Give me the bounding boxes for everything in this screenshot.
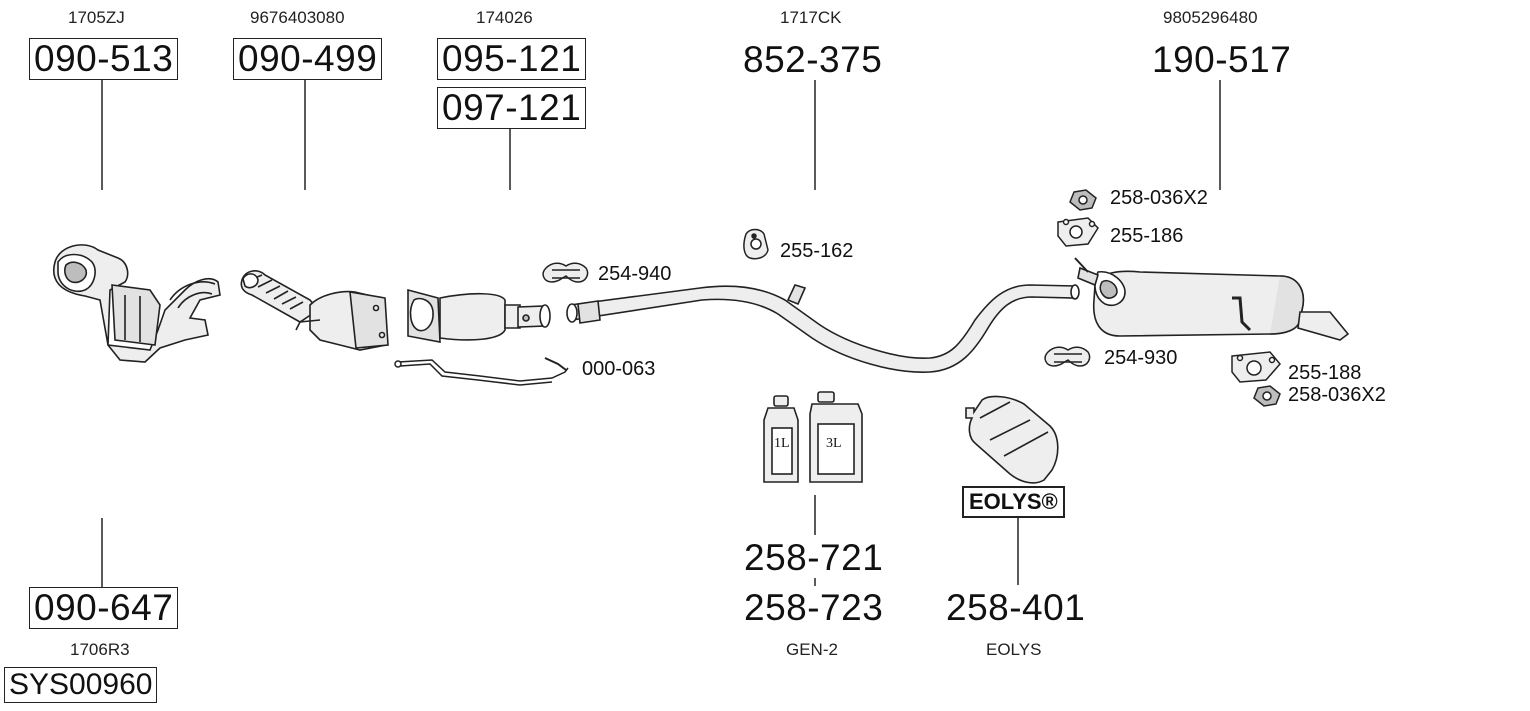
bottle-1l-icon (763, 395, 799, 483)
system-code: SYS00960 (4, 667, 158, 703)
bottle-1l-label: 1L (774, 436, 790, 451)
bottle-3l-icon (809, 391, 863, 483)
hanger-255-162 (743, 228, 769, 260)
label-eolys: EOLYS (986, 640, 1042, 659)
callout-254-930[interactable]: 254-930 (1104, 347, 1178, 369)
rear-muffler (1074, 257, 1350, 341)
callout-255-162[interactable]: 255-162 (780, 240, 854, 262)
nut-258-036-bottom (1253, 385, 1281, 407)
part-number-258-721[interactable]: 258-721 (744, 537, 884, 578)
callout-000-063[interactable]: 000-063 (582, 358, 656, 380)
oem-ref-174026: 174026 (476, 8, 533, 27)
callout-258-036x2-top[interactable]: 258-036X2 (1110, 187, 1208, 209)
part-number-258-723[interactable]: 258-723 (744, 587, 884, 628)
particulate-filter (407, 288, 551, 343)
part-number-090-513[interactable]: 090-513 (29, 38, 179, 80)
nut-258-036-top (1069, 189, 1097, 211)
part-number-190-517[interactable]: 190-517 (1152, 39, 1292, 80)
label-gen-2: GEN-2 (786, 640, 838, 659)
clamp-254-940 (542, 262, 589, 283)
catalytic-converter-1 (53, 244, 221, 363)
sensor-wire (394, 357, 569, 386)
part-number-097-121[interactable]: 097-121 (437, 87, 587, 129)
hanger-255-188 (1231, 351, 1281, 383)
clamp-254-930 (1044, 346, 1091, 367)
oem-ref-1705zj: 1705ZJ (68, 8, 125, 27)
callout-254-940[interactable]: 254-940 (598, 263, 672, 285)
callout-258-036x2-bottom[interactable]: 258-036X2 (1288, 384, 1386, 406)
eolys-logo: EOLYS® (962, 486, 1065, 518)
oem-ref-9676403080: 9676403080 (250, 8, 345, 27)
part-number-258-401[interactable]: 258-401 (946, 587, 1086, 628)
oem-ref-1717ck: 1717CK (780, 8, 842, 27)
part-number-090-647[interactable]: 090-647 (29, 587, 179, 629)
part-number-090-499[interactable]: 090-499 (233, 38, 383, 80)
callout-255-188[interactable]: 255-188 (1288, 362, 1362, 384)
bottle-3l-label: 3L (826, 436, 842, 451)
eolys-tank-icon (965, 395, 1059, 484)
oem-ref-9805296480: 9805296480 (1163, 8, 1258, 27)
hanger-255-186 (1057, 217, 1099, 247)
oem-ref-1706r3: 1706R3 (70, 640, 130, 659)
part-number-852-375[interactable]: 852-375 (743, 39, 883, 80)
callout-255-186[interactable]: 255-186 (1110, 225, 1184, 247)
middle-pipe (566, 284, 1080, 373)
flex-pipe-catalyst (240, 270, 389, 351)
part-number-095-121[interactable]: 095-121 (437, 38, 587, 80)
